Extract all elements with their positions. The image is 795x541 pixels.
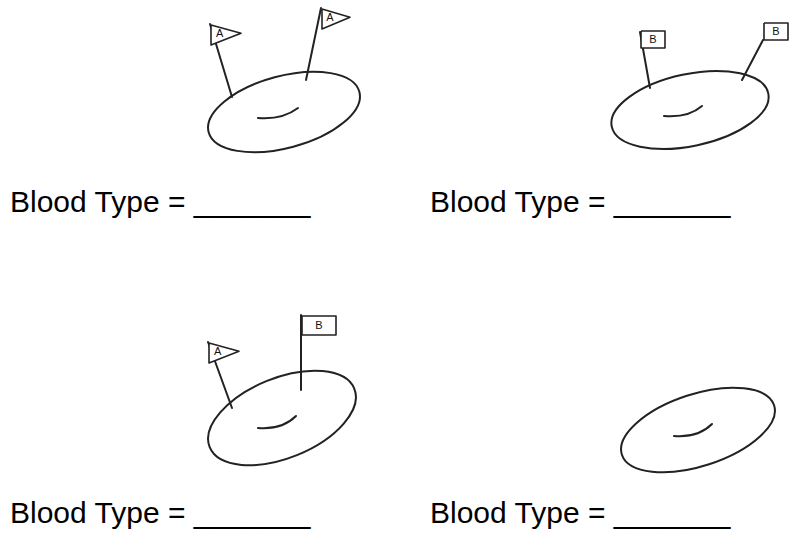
antigen-pennant: A (321, 8, 351, 30)
blood-type-label: Blood Type = _______ (10, 495, 311, 531)
flag-border (641, 31, 665, 48)
flag-border (764, 23, 788, 40)
cell-dimple (674, 424, 712, 436)
antigen-letter: A (214, 346, 221, 357)
flag-border (209, 343, 239, 363)
antigen-letter: B (772, 26, 779, 37)
pennant-outline (210, 24, 242, 46)
antigen-flag: B (640, 30, 666, 49)
blood-type-label: Blood Type = _______ (10, 184, 311, 220)
blood-type-label: Blood Type = _______ (430, 184, 731, 220)
flag-border (211, 25, 241, 45)
pennant-outline (208, 342, 240, 364)
antigen-letter: B (649, 34, 656, 45)
antigen-flag: B (763, 22, 789, 41)
flag-border (322, 9, 350, 29)
flag-pole (742, 40, 763, 80)
red-blood-cell (195, 352, 370, 485)
antigen-letter: A (216, 28, 223, 39)
red-blood-cell (611, 371, 785, 489)
cell-dimple (258, 416, 296, 428)
cell-dimple (258, 108, 298, 118)
blood-type-label: Blood Type = _______ (430, 495, 731, 531)
antigen-flag: B (301, 315, 337, 336)
antigen-letter: B (315, 320, 322, 331)
flag-pole (306, 8, 321, 80)
antigen-pennant: A (208, 342, 240, 364)
antigen-pennant: A (210, 24, 242, 46)
cell-dimple (664, 106, 702, 116)
flag-border (302, 316, 336, 335)
antigen-letter: A (326, 12, 333, 23)
red-blood-cell (604, 58, 775, 162)
pennant-outline (321, 8, 351, 30)
